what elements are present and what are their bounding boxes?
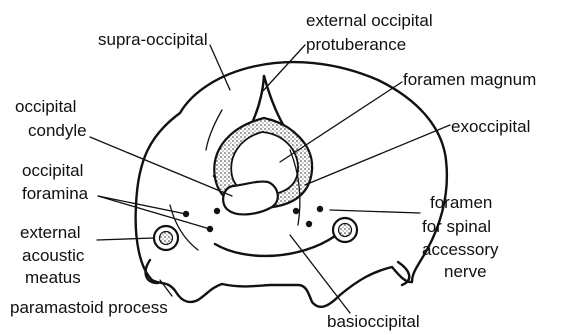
- label-paramastoid-process: paramastoid process: [10, 298, 168, 317]
- label-external-occipital-line1: external occipital: [306, 11, 433, 30]
- label-occipital-condyle-line2: condyle: [28, 121, 87, 140]
- external-acoustic-meatus: [154, 218, 357, 250]
- paramastoid-processes: [146, 260, 410, 285]
- label-foramen-spinal-line3: accessory: [422, 240, 499, 259]
- label-external-acoustic-line2: acoustic: [22, 246, 85, 265]
- label-occipital-foramina-line2: foramina: [22, 184, 89, 203]
- label-external-acoustic-line1: external: [20, 223, 80, 242]
- label-occipital-foramina-line1: occipital: [22, 161, 83, 180]
- label-foramen-spinal-line1: foramen: [430, 193, 492, 212]
- label-exoccipital: exoccipital: [451, 117, 530, 136]
- label-external-occipital-line2: protuberance: [306, 35, 406, 54]
- label-foramen-spinal-line4: nerve: [444, 262, 487, 281]
- occipital-condyle: [223, 182, 278, 215]
- label-foramen-magnum: foramen magnum: [403, 70, 536, 89]
- label-foramen-spinal-line2: for spinal: [422, 217, 491, 236]
- label-external-acoustic-line3: meatus: [25, 268, 81, 287]
- label-basioccipital: basioccipital: [327, 312, 420, 331]
- label-supra-occipital: supra-occipital: [98, 30, 208, 49]
- label-occipital-condyle-line1: occipital: [15, 97, 76, 116]
